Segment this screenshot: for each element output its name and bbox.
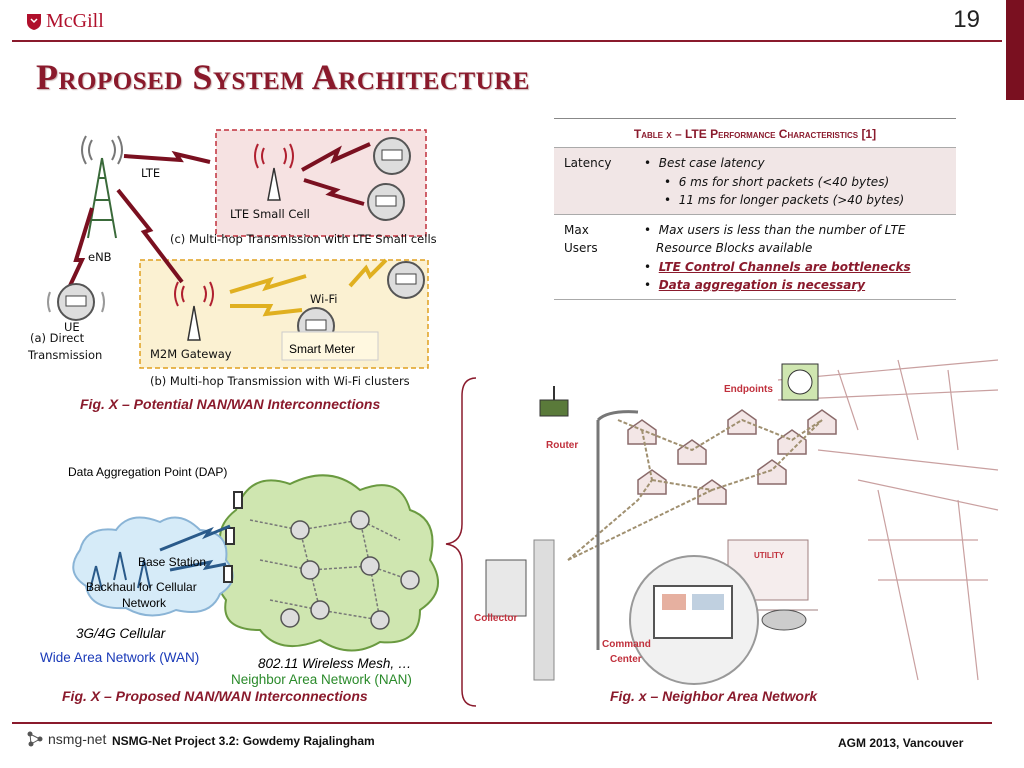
grouping-bracket xyxy=(445,377,477,707)
nan-wan-potential-diagram xyxy=(47,129,429,369)
lightning-bolt xyxy=(123,150,211,164)
lightning-bolt xyxy=(303,178,365,206)
list-item: • 6 ms for short packets (<40 bytes) xyxy=(664,174,890,189)
house-icon xyxy=(627,409,837,505)
collector-icon xyxy=(485,539,555,681)
lte-label: LTE xyxy=(141,166,161,180)
meter-icon xyxy=(373,137,411,175)
slide-number: 19 xyxy=(953,6,980,33)
enb-label: eNB xyxy=(88,250,112,264)
wifi-label: Wi-Fi xyxy=(310,292,338,306)
latency-label: Latency xyxy=(564,156,612,170)
lightning-bolt xyxy=(301,142,371,172)
meter-icon xyxy=(367,183,405,221)
direct-label-2: Transmission xyxy=(28,348,103,362)
multi-hop-wifi-label: (b) Multi-hop Transmission with Wi-Fi cl… xyxy=(150,374,410,388)
base-station-icon xyxy=(89,551,151,591)
mesh-links xyxy=(567,418,823,561)
utility-label: UTILITY xyxy=(754,551,785,560)
collector-label: Collector xyxy=(474,613,518,624)
m2m-gateway-label: M2M Gateway xyxy=(150,347,232,361)
meter-icon xyxy=(280,510,420,630)
small-cell-label: LTE Small Cell xyxy=(230,207,310,221)
footer-divider xyxy=(12,722,992,724)
slide-title: Proposed System Architecture xyxy=(36,57,530,97)
smart-meter-label: Smart Meter xyxy=(289,342,356,356)
max-users-label: Max Users xyxy=(564,222,598,255)
wan-label: Wide Area Network (WAN) xyxy=(40,650,200,665)
nan-wan-proposed-diagram xyxy=(72,474,439,652)
lightning-bolt xyxy=(66,207,94,291)
antenna-icon xyxy=(174,281,214,341)
mcgill-logo: McGill xyxy=(26,10,104,33)
list-item: • Best case latency xyxy=(644,156,765,170)
list-item-continuation: Resource Blocks available xyxy=(656,241,813,255)
cellular-label: 3G/4G Cellular xyxy=(76,626,166,641)
dap-label: Data Aggregation Point (DAP) xyxy=(68,465,228,479)
meter-icon xyxy=(387,261,425,299)
figure-caption: Fig. x – Neighbor Area Network xyxy=(610,688,818,704)
max-users-details: • Max users is less than the number of L… xyxy=(634,215,956,299)
backhaul-label-2: Network xyxy=(122,596,167,610)
direct-label-1: (a) Direct xyxy=(30,331,85,345)
command-label-1: Command xyxy=(602,639,651,650)
header-divider xyxy=(12,40,1002,42)
smart-meter-box xyxy=(281,331,379,361)
table-row: Latency • Best case latency • 6 ms for s… xyxy=(554,148,956,215)
list-item: • 11 ms for longer packets (>40 bytes) xyxy=(664,193,905,207)
router-icon xyxy=(539,386,569,417)
lightning-bolt xyxy=(348,258,388,288)
pole-icon xyxy=(596,410,639,650)
antenna-icon xyxy=(254,143,294,201)
lte-performance-table: Table x – LTE Performance Characteristic… xyxy=(554,118,956,300)
lightning-bolt xyxy=(230,304,303,317)
tower-icon xyxy=(81,135,123,239)
base-station-label: Base Station xyxy=(138,555,207,569)
logo-text: McGill xyxy=(46,10,104,32)
nsmg-logo: nsmg-net xyxy=(26,730,106,748)
nsmg-logo-text: nsmg-net xyxy=(48,731,107,747)
command-label-2: Center xyxy=(610,654,642,665)
electric-car-icon xyxy=(761,609,807,631)
power-lines xyxy=(777,359,999,681)
figure-caption: Fig. X – Potential NAN/WAN Interconnecti… xyxy=(80,396,381,412)
shield-icon xyxy=(27,13,41,30)
list-item: • Max users is less than the number of L… xyxy=(644,222,906,237)
command-center-icon xyxy=(629,555,759,685)
nan-label: Neighbor Area Network (NAN) xyxy=(231,672,412,687)
figure-caption: Fig. X – Proposed NAN/WAN Interconnectio… xyxy=(62,688,368,704)
endpoint-meter-icon xyxy=(781,363,819,401)
endpoints-label: Endpoints xyxy=(724,384,773,395)
multi-hop-lte-label: (c) Multi-hop Transmission with LTE Smal… xyxy=(170,232,437,246)
accent-bar xyxy=(1006,0,1024,100)
footer-event: AGM 2013, Vancouver xyxy=(838,736,964,750)
dap-icon xyxy=(223,491,243,583)
network-icon xyxy=(27,731,43,747)
table-title: Table x – LTE Performance Characteristic… xyxy=(554,119,956,148)
table-row: Max Users • Max users is less than the n… xyxy=(554,215,956,300)
neighbor-area-network-illustration xyxy=(485,359,999,685)
backhaul-label-1: Backhaul for Cellular xyxy=(86,580,197,594)
lightning-bolt xyxy=(116,188,184,284)
meter-icon xyxy=(57,283,95,321)
mesh-label: 802.11 Wireless Mesh, … xyxy=(258,656,412,671)
latency-details: • Best case latency • 6 ms for short pac… xyxy=(634,148,956,214)
router-label: Router xyxy=(546,440,579,451)
mesh-cloud xyxy=(217,474,439,652)
list-item: • LTE Control Channels are bottlenecks xyxy=(644,259,911,274)
lightning-bolt xyxy=(229,274,307,294)
footer-project: NSMG-Net Project 3.2: Gowdemy Rajalingha… xyxy=(112,734,375,748)
list-item: • Data aggregation is necessary xyxy=(644,278,866,292)
ue-label: UE xyxy=(64,320,80,334)
